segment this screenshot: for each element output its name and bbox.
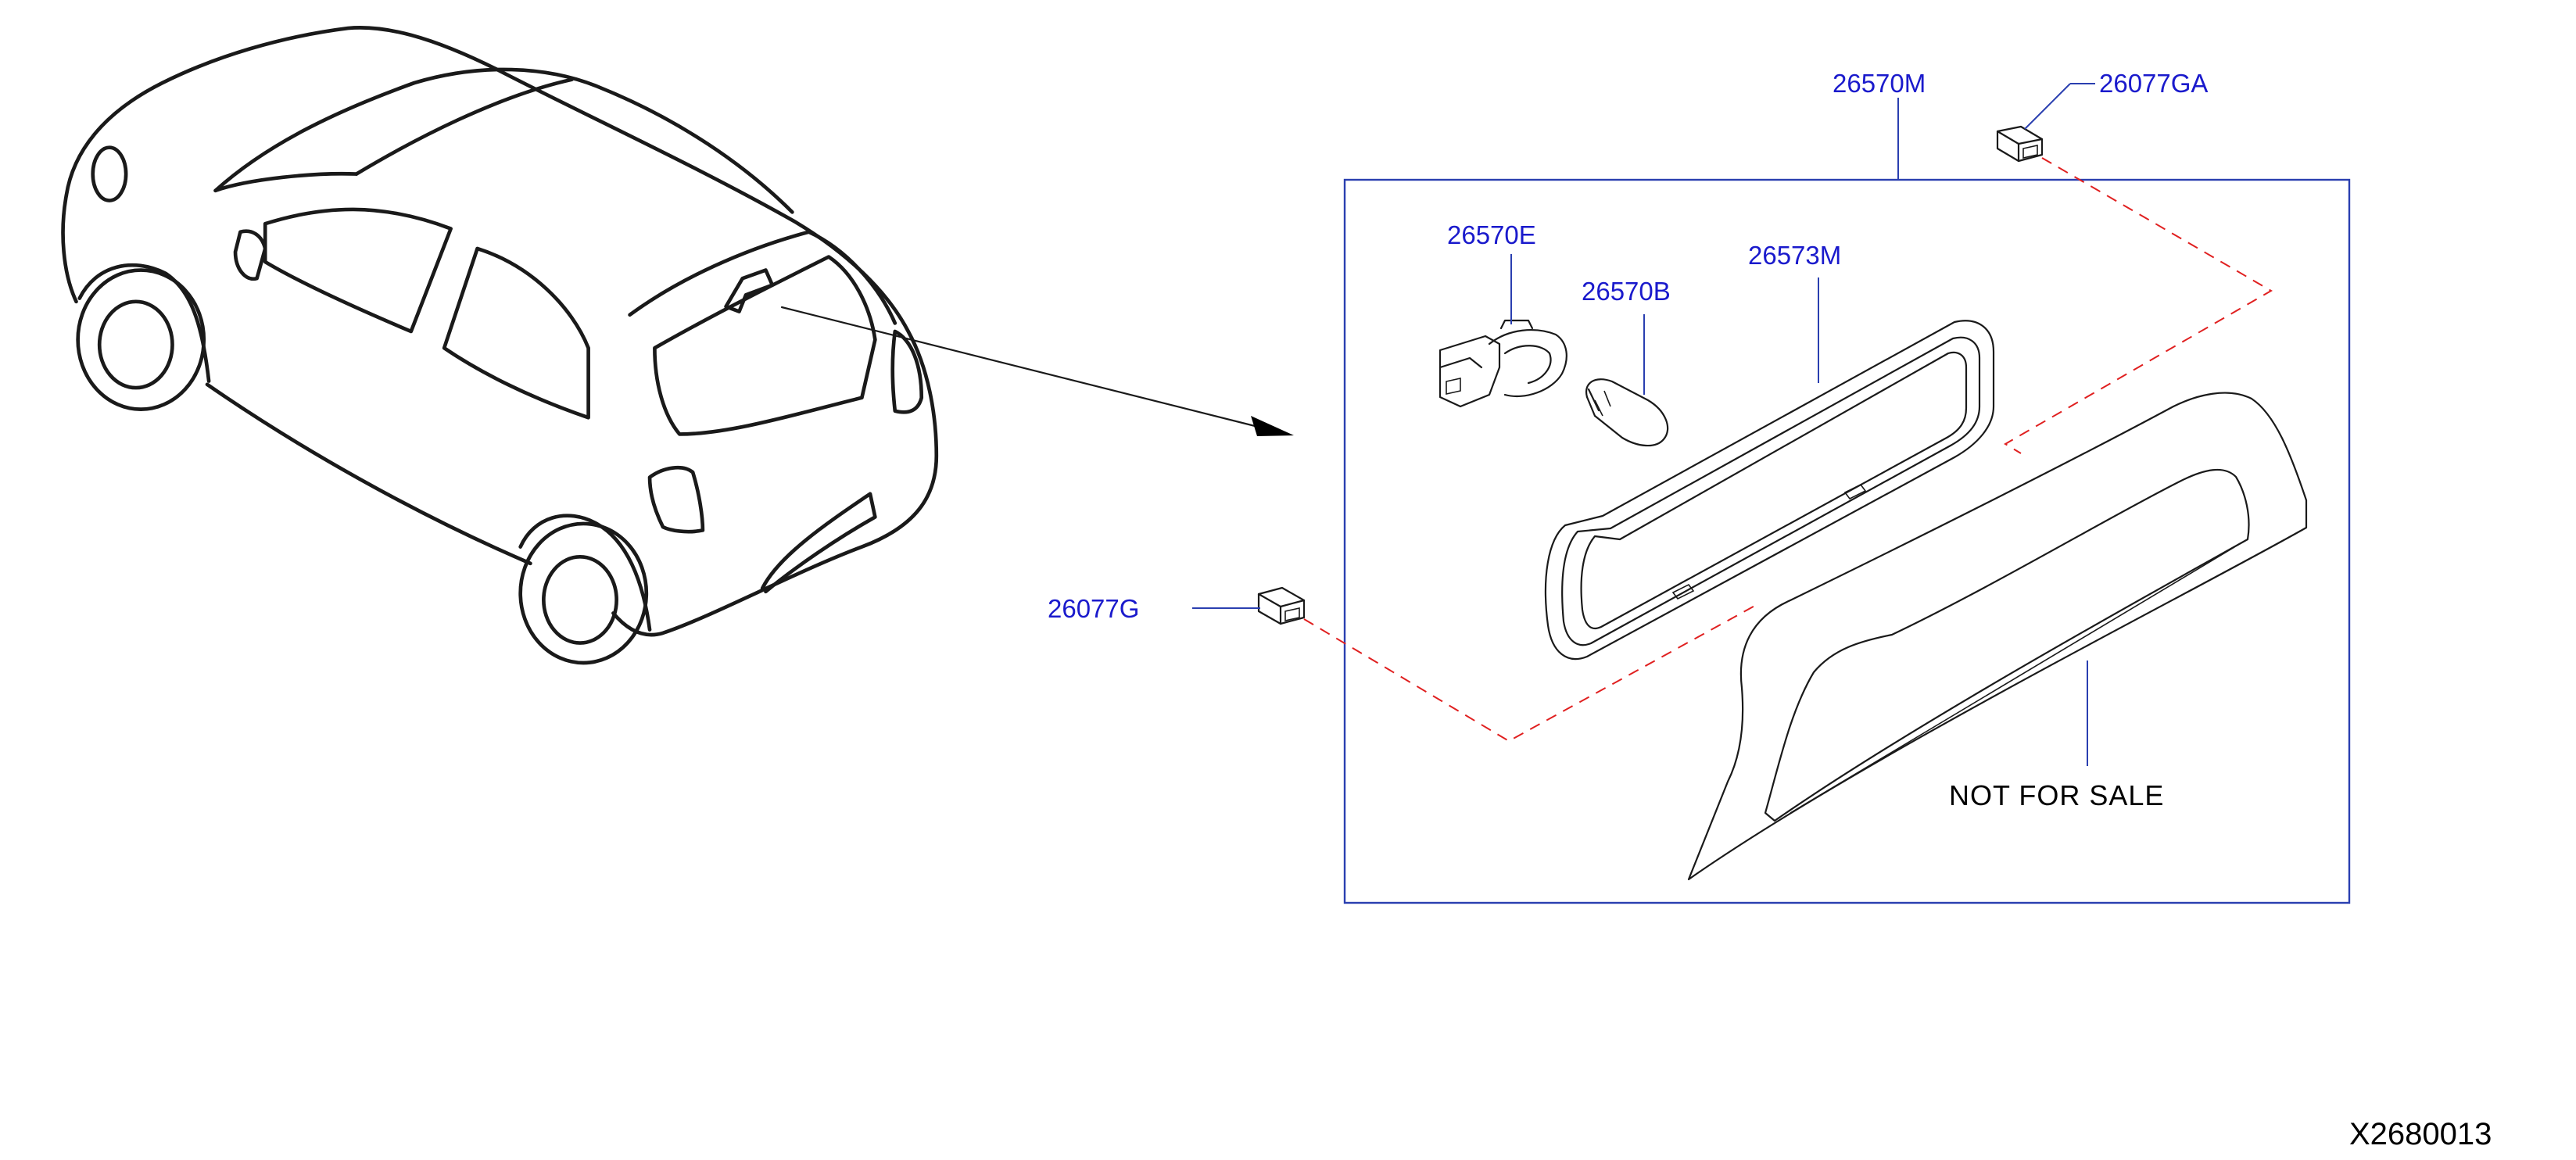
callout-socket: 26570E bbox=[1447, 220, 1536, 249]
pointer-arrow bbox=[780, 306, 1294, 436]
diagram-code: X2680013 bbox=[2349, 1117, 2492, 1151]
callout-clip-left: 26077G bbox=[1048, 594, 1139, 623]
clip-top-part bbox=[1996, 125, 2044, 163]
callout-bulb: 26570B bbox=[1582, 277, 1671, 306]
callout-gasket: 26573M bbox=[1748, 241, 1841, 270]
assembly-dashed-lines bbox=[1303, 157, 2273, 743]
callout-clip-top: 26077GA bbox=[2099, 69, 2208, 98]
assembly-frame bbox=[1343, 178, 2351, 904]
bulb-part bbox=[1585, 378, 1669, 447]
gasket-part bbox=[1544, 320, 1995, 661]
high-mount-lamp-part bbox=[1687, 392, 2308, 881]
not-for-sale-note: NOT FOR SALE bbox=[1949, 779, 2164, 811]
car-illustration bbox=[61, 26, 939, 665]
callout-assembly: 26570M bbox=[1833, 69, 1926, 98]
clip-left-part bbox=[1257, 586, 1306, 625]
socket-part bbox=[1438, 319, 1567, 408]
